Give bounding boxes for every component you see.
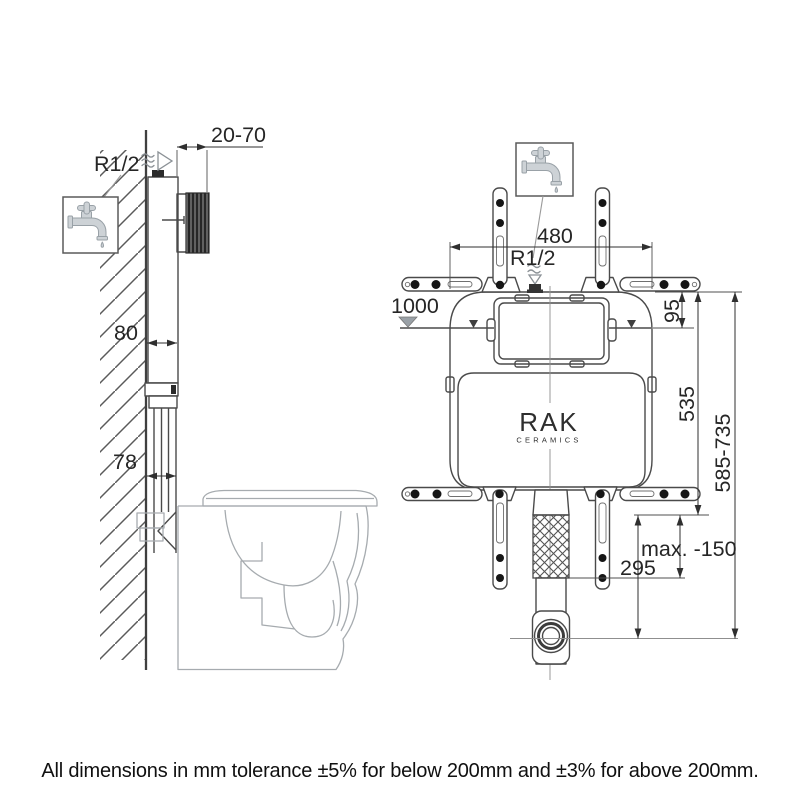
mounting-straps-top — [492, 187, 611, 290]
install-height-label: 1000 — [391, 294, 439, 318]
toilet-seat — [202, 489, 378, 507]
supply-inlet — [515, 142, 574, 293]
water-level-mark — [469, 320, 478, 328]
front-inlet-label: R1/2 — [510, 246, 555, 270]
cistern-frame — [400, 286, 657, 680]
front-view: RAK CERAMICS 480 R1/2 1000 — [391, 142, 742, 680]
wall-brackets-bottom — [401, 486, 701, 502]
dim-top-to-water-label: 95 — [660, 299, 684, 323]
flush-plate-side — [176, 192, 210, 254]
inlet-nipple — [529, 284, 541, 292]
dim-body-depth-label: 80 — [114, 321, 138, 345]
side-dimensions: 20-70 R1/2 80 78 — [62, 123, 266, 480]
flush-valve-fittings — [144, 382, 179, 553]
outlet-ring — [537, 622, 565, 650]
dim-overall-height-label: 585-735 — [711, 414, 735, 493]
inlet-cap-side — [152, 170, 164, 177]
front-dimensions: 480 R1/2 1000 95 535 585-735 — [391, 224, 742, 639]
level-marker-triangle — [398, 316, 418, 328]
dim-pipe-depth-label: 78 — [113, 450, 137, 474]
flexible-pipe-section — [532, 514, 570, 579]
flow-symbol-front — [527, 263, 543, 286]
side-view: 20-70 R1/2 80 78 — [62, 123, 378, 671]
toilet-side — [136, 489, 378, 671]
front-panel — [457, 372, 646, 488]
outlet-housing — [531, 610, 571, 665]
brand-subtitle: CERAMICS — [516, 436, 581, 445]
dim-frame-height-label: 535 — [675, 386, 699, 422]
support-legs — [492, 489, 611, 590]
dim-leg-adjust-label: max. -150 — [641, 537, 737, 561]
cistern-side — [144, 170, 210, 553]
flow-symbol-side — [141, 150, 174, 172]
dim-width-label: 480 — [537, 224, 573, 248]
flush-bend-chevron — [157, 511, 177, 551]
dim-plate-depth-label: 20-70 — [211, 123, 266, 147]
brand-name: RAK — [519, 407, 578, 437]
water-level-mark — [627, 320, 636, 328]
flush-pipe — [531, 489, 571, 665]
rak-logo: RAK CERAMICS — [516, 407, 581, 445]
side-inlet-label: R1/2 — [94, 152, 139, 176]
tolerance-note: All dimensions in mm tolerance ±5% for b… — [41, 760, 759, 782]
toilet-bowl-outline — [177, 505, 369, 671]
access-window — [486, 294, 617, 368]
dim-outlet-height-label: 295 — [620, 556, 656, 580]
waterline — [400, 320, 651, 329]
wall-brackets-top — [401, 276, 701, 292]
